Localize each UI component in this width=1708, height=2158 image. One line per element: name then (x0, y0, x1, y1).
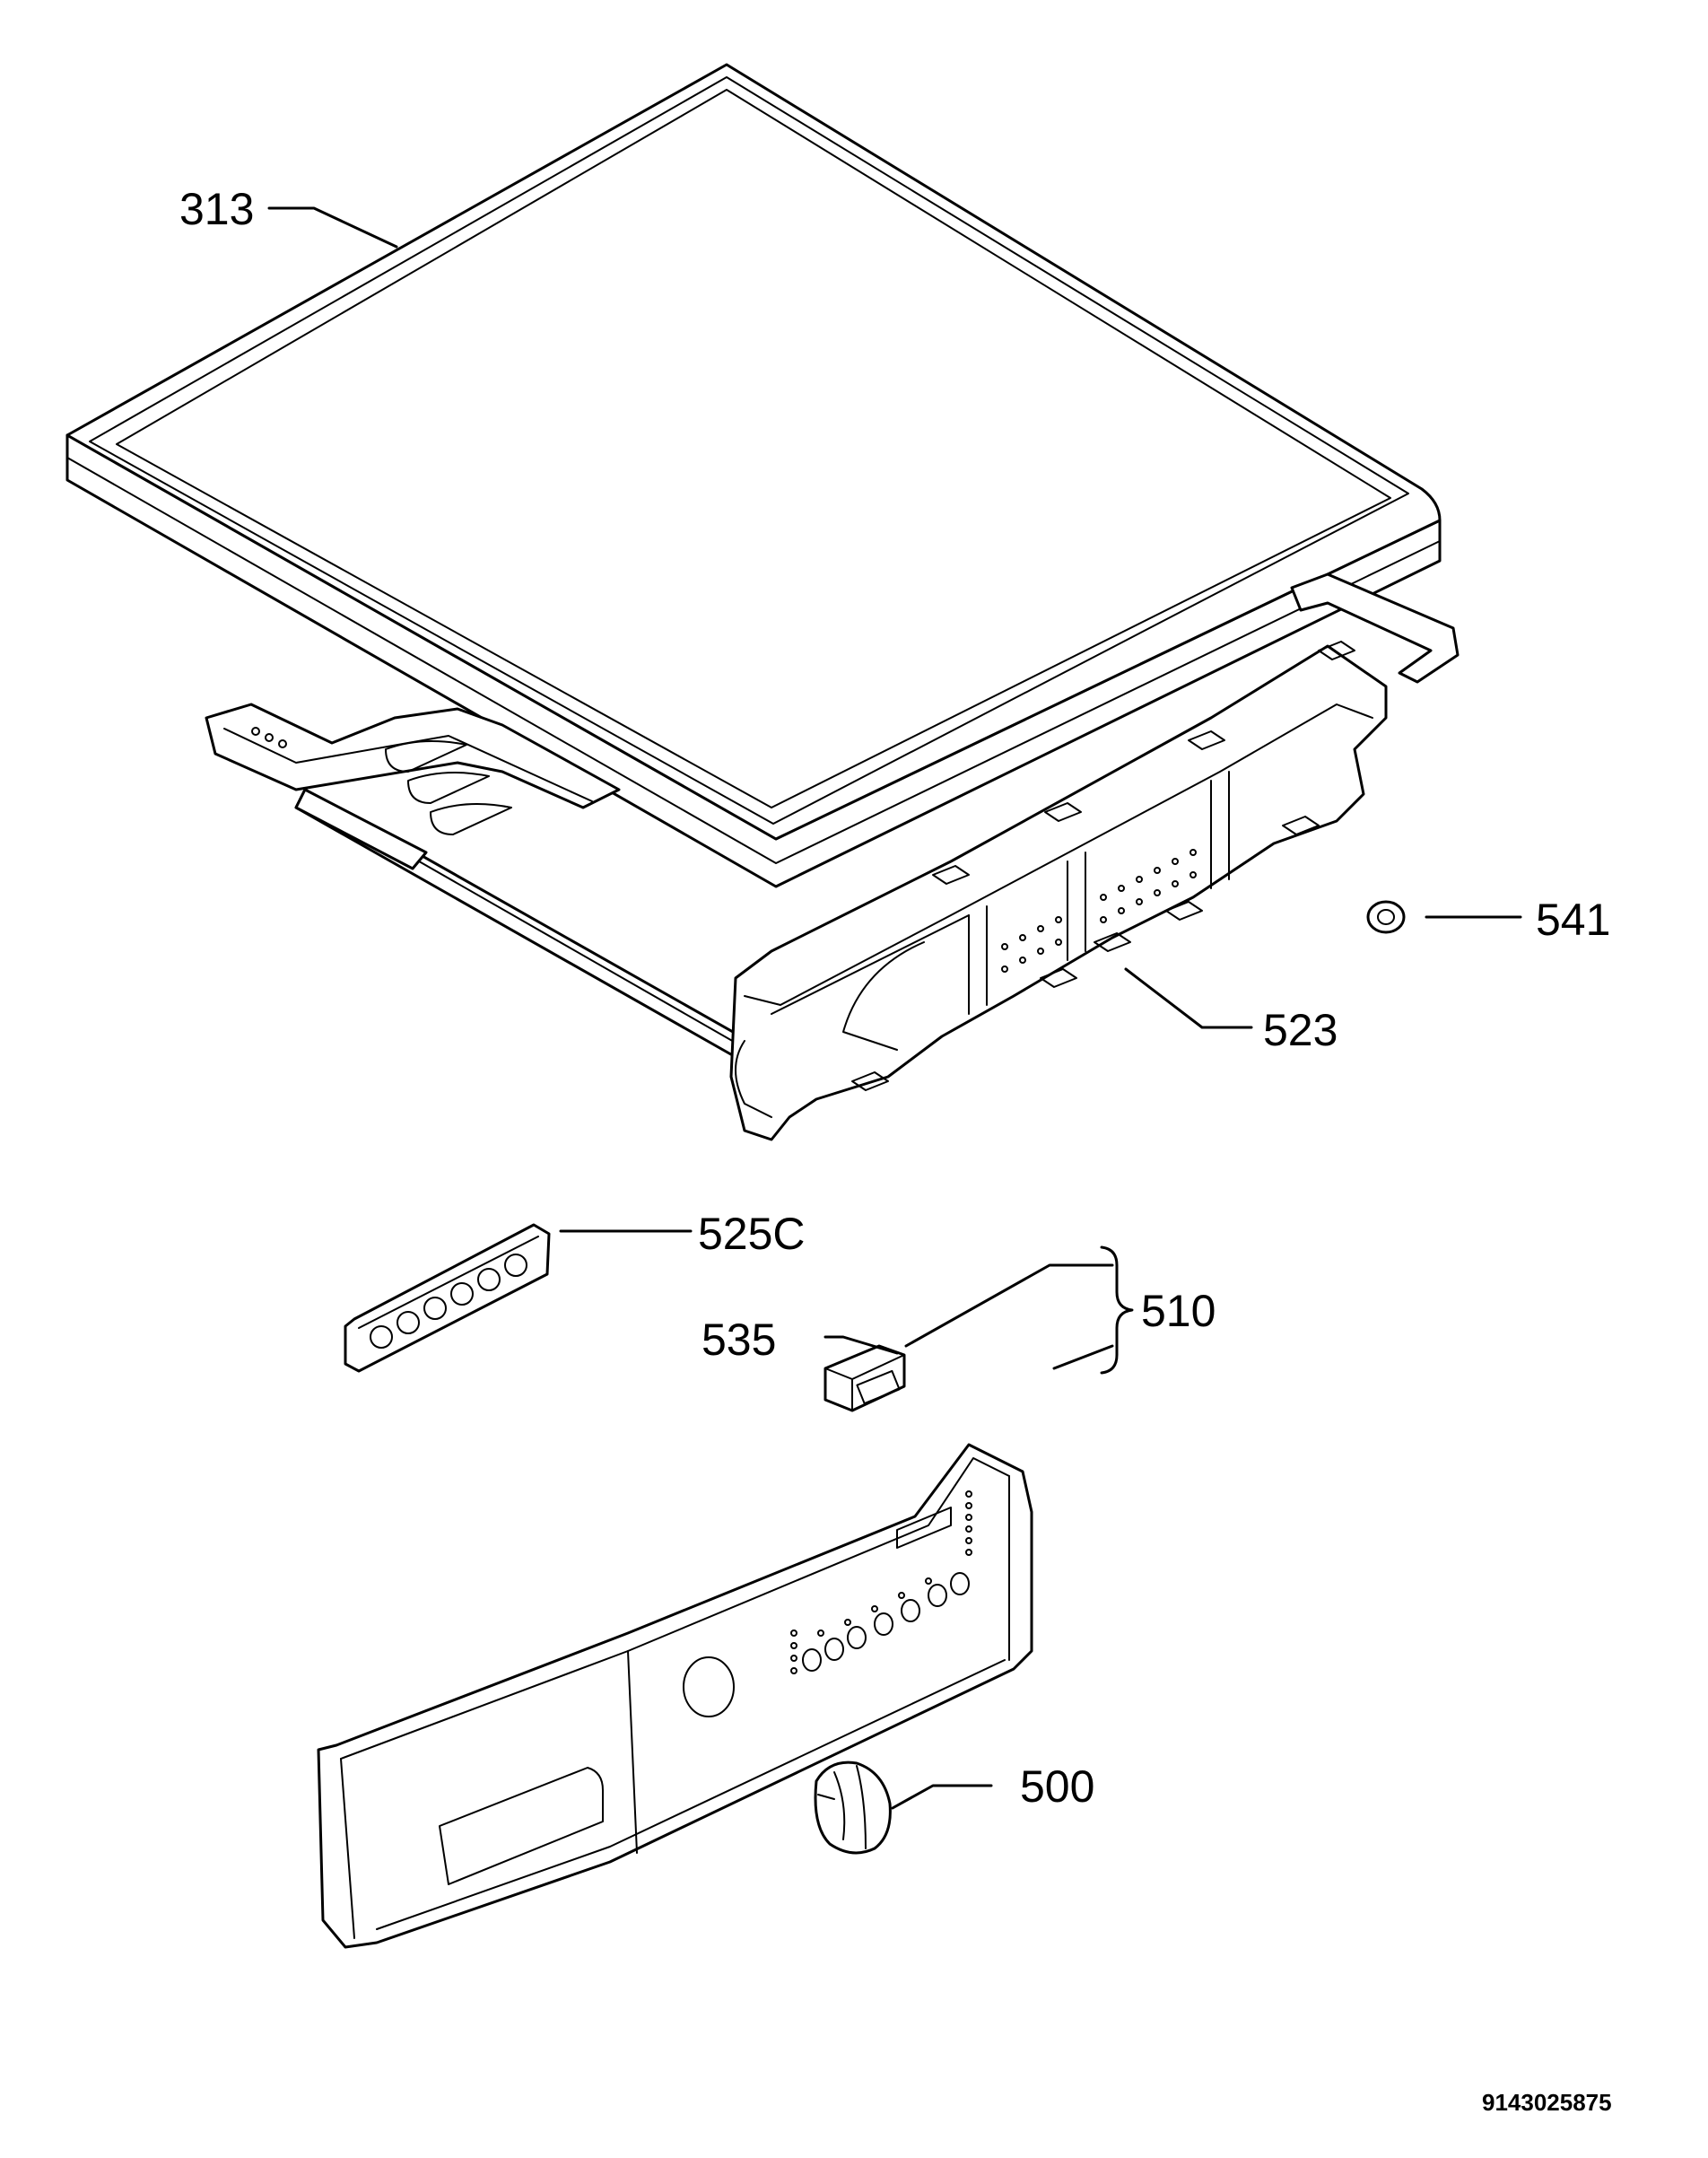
label-523: 523 (1263, 1005, 1338, 1055)
label-500: 500 (1020, 1761, 1094, 1812)
document-number: 9143025875 (1482, 2089, 1612, 2116)
label-510: 510 (1141, 1286, 1216, 1336)
knob-part-500 (814, 1760, 892, 1855)
frame-part-523 (205, 572, 1460, 1141)
leader-lines (267, 206, 1522, 1810)
button-holder-part-525c (344, 1223, 551, 1373)
grommet-part-541 (1366, 900, 1406, 934)
worktop-lid-part-313 (65, 63, 1442, 888)
display-module-part-535 (824, 1344, 906, 1412)
label-535: 535 (702, 1315, 776, 1365)
frame-hole-grid (1001, 849, 1197, 973)
fascia-control-panel (317, 1443, 1033, 1949)
part-labels: 313 541 523 525C 510 535 500 9143025875 (179, 184, 1612, 2116)
label-541: 541 (1536, 895, 1610, 945)
label-525c: 525C (698, 1209, 806, 1259)
label-313: 313 (179, 184, 254, 234)
